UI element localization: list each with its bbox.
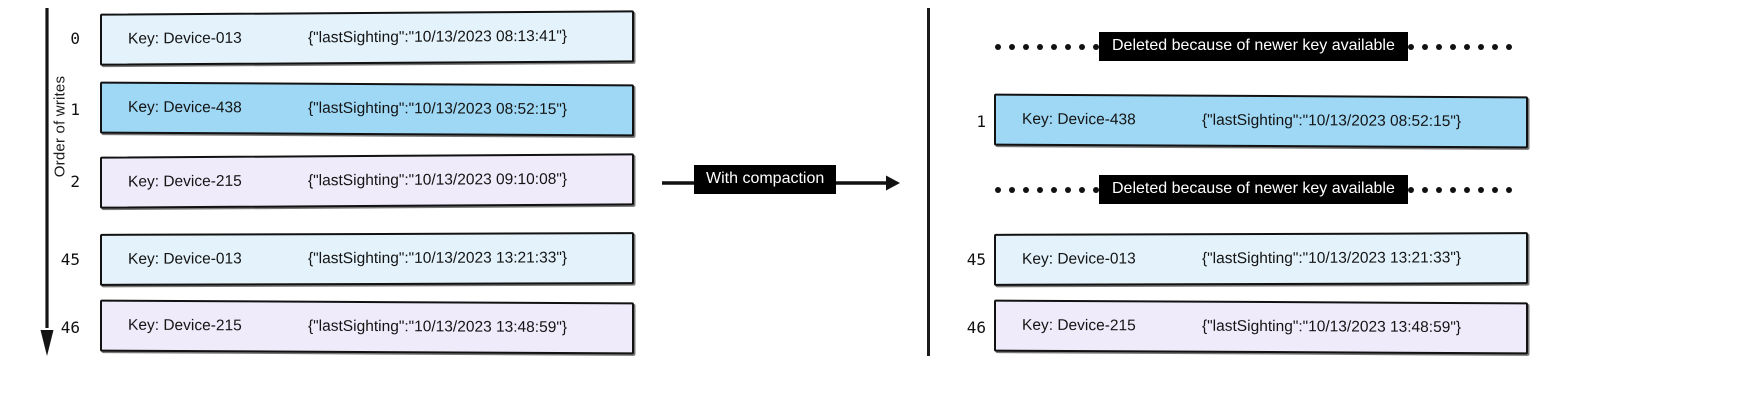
deleted-label: Deleted because of newer key available: [1099, 175, 1408, 204]
record-box[interactable]: Key: Device-438 {"lastSighting":"10/13/2…: [100, 81, 634, 137]
record-box[interactable]: Key: Device-013 {"lastSighting":"10/13/2…: [994, 232, 1528, 286]
order-of-writes-label: Order of writes: [51, 75, 69, 178]
record-box[interactable]: Key: Device-215 {"lastSighting":"10/13/2…: [994, 299, 1528, 355]
dotted-line-icon: [1407, 186, 1512, 193]
record-key: Key: Device-013: [1022, 250, 1136, 268]
deleted-banner: Deleted because of newer key available: [995, 175, 1512, 204]
record-index: 2: [70, 172, 80, 191]
record-key: Key: Device-215: [1022, 316, 1136, 335]
record-value: {"lastSighting":"10/13/2023 08:52:15"}: [308, 99, 568, 119]
record-box[interactable]: Key: Device-438 {"lastSighting":"10/13/2…: [994, 93, 1528, 149]
record-index: 1: [976, 112, 986, 131]
record-key: Key: Device-438: [1022, 110, 1136, 129]
record-box[interactable]: Key: Device-013 {"lastSighting":"10/13/2…: [100, 232, 634, 286]
dotted-line-icon: [995, 43, 1099, 50]
record-key: Key: Device-215: [128, 316, 242, 335]
dotted-line-icon: [995, 186, 1099, 193]
panel-divider: [927, 8, 930, 356]
record-value: {"lastSighting":"10/13/2023 08:13:41"}: [308, 27, 568, 47]
record-index: 0: [70, 29, 80, 48]
record-value: {"lastSighting":"10/13/2023 08:52:15"}: [1202, 111, 1462, 131]
record-box[interactable]: Key: Device-013 {"lastSighting":"10/13/2…: [100, 10, 634, 66]
record-value: {"lastSighting":"10/13/2023 09:10:08"}: [308, 170, 568, 190]
record-index: 45: [60, 250, 80, 269]
record-key: Key: Device-013: [128, 29, 242, 48]
record-index: 45: [966, 250, 986, 269]
record-key: Key: Device-438: [128, 98, 242, 117]
down-arrow-icon: [40, 8, 54, 356]
record-value: {"lastSighting":"10/13/2023 13:48:59"}: [308, 317, 568, 337]
record-index: 46: [60, 318, 80, 337]
record-value: {"lastSighting":"10/13/2023 13:21:33"}: [1202, 249, 1462, 268]
record-value: {"lastSighting":"10/13/2023 13:48:59"}: [1202, 317, 1462, 337]
record-index: 1: [70, 100, 80, 119]
dotted-line-icon: [1407, 43, 1512, 50]
deleted-label: Deleted because of newer key available: [1099, 32, 1408, 61]
record-key: Key: Device-013: [128, 250, 242, 268]
with-compaction-label: With compaction: [694, 165, 837, 194]
record-key: Key: Device-215: [128, 172, 242, 191]
record-box[interactable]: Key: Device-215 {"lastSighting":"10/13/2…: [100, 153, 634, 209]
record-index: 46: [966, 318, 986, 337]
deleted-banner: Deleted because of newer key available: [995, 32, 1512, 61]
record-box[interactable]: Key: Device-215 {"lastSighting":"10/13/2…: [100, 299, 634, 355]
record-value: {"lastSighting":"10/13/2023 13:21:33"}: [308, 249, 568, 268]
